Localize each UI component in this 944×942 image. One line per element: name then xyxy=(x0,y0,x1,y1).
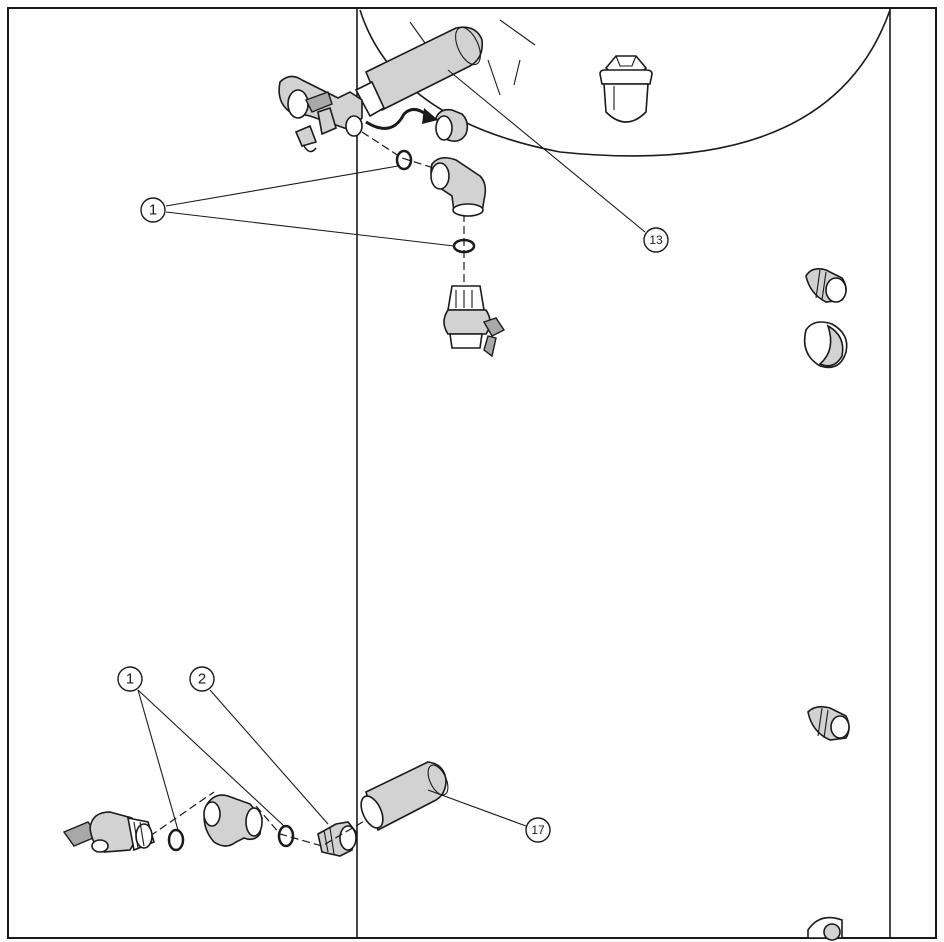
callout-1-bottom: 1 xyxy=(126,671,134,688)
partial-fitting-bottom xyxy=(807,916,843,941)
leader-17 xyxy=(427,789,527,827)
threaded-nipple-icon xyxy=(805,268,847,303)
drain-valve-icon xyxy=(62,811,155,853)
sleeve-pipe-icon xyxy=(360,761,449,832)
hex-plug-icon xyxy=(599,55,653,123)
ball-valve-icon xyxy=(443,285,506,358)
elbow-bottom-icon xyxy=(203,794,263,847)
callout-13-circle xyxy=(643,227,669,253)
threaded-nipple-icon-lower xyxy=(807,705,850,741)
o-ring-icon xyxy=(395,149,413,171)
cap-icon-right xyxy=(803,321,848,369)
callout-2: 2 xyxy=(198,671,206,688)
removal-arrow xyxy=(365,108,429,130)
callout-1-bottom-circle xyxy=(117,666,143,692)
leader-13 xyxy=(447,69,646,233)
guide-line-bottom xyxy=(149,791,367,847)
o-ring-bottom-2-icon xyxy=(277,824,295,848)
leader-2 xyxy=(209,689,329,825)
arrow-head xyxy=(422,108,438,124)
leader-1-b xyxy=(165,211,455,247)
callout-17-circle xyxy=(525,817,551,843)
callout-1-top-circle xyxy=(140,197,166,223)
callout-2-circle xyxy=(189,666,215,692)
leader-1-bottom-a xyxy=(137,689,179,831)
leader-1-a xyxy=(165,165,399,207)
frame-border xyxy=(7,7,937,939)
o-ring-bottom-1-icon xyxy=(167,828,185,852)
elbow-fitting-icon xyxy=(430,156,487,217)
top-valve-assembly-icon xyxy=(278,75,363,153)
cap-icon xyxy=(435,108,469,142)
callout-1-top: 1 xyxy=(149,202,157,219)
guide-line-top xyxy=(361,131,441,171)
threaded-nipple-bottom-icon xyxy=(317,821,357,857)
callout-17: 17 xyxy=(531,823,545,837)
callout-13: 13 xyxy=(649,233,663,247)
top-sleeve-pipe-icon xyxy=(354,26,484,118)
leader-1-bottom-b xyxy=(137,689,285,827)
